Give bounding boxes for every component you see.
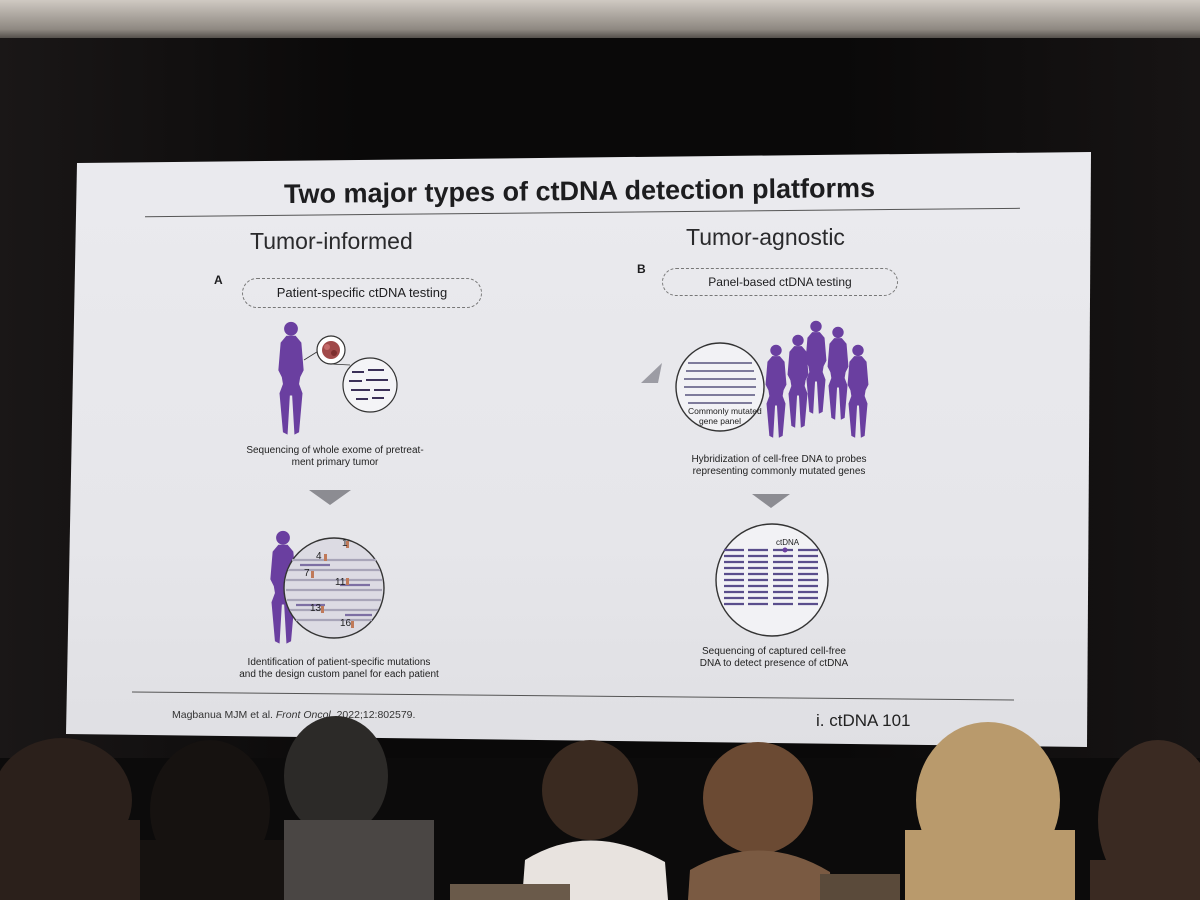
mutation-label: 16	[340, 618, 352, 629]
citation-journal: Front Oncol.	[275, 709, 334, 721]
left-step1-caption: Sequencing of whole exome of pretreat- m…	[222, 445, 448, 469]
down-arrow-left	[309, 490, 351, 505]
panel-based-pill: Panel-based ctDNA testing	[662, 268, 898, 296]
gene-panel-label-line2: gene panel	[698, 416, 742, 426]
mutation-label: 7	[304, 568, 310, 579]
left-step1-line2: ment primary tumor	[291, 457, 379, 468]
slide-number: i. ctDNA 101	[816, 711, 911, 730]
right-step2-line1: Sequencing of captured cell-free	[702, 646, 846, 657]
left-step2-line2: and the design custom panel for each pat…	[239, 669, 439, 680]
mutation-label: 11	[335, 577, 346, 588]
patient-specific-pill: Patient-specific ctDNA testing	[242, 278, 482, 308]
citation-ref: 2022;12:802579.	[336, 709, 416, 721]
custom-panel-circle	[283, 537, 385, 639]
gene-panel-label: Commonly mutated gene panel	[688, 406, 762, 426]
ctdna-marker-icon	[782, 547, 788, 553]
panel-letter-b: B	[637, 262, 646, 276]
citation-authors: Magbanua MJM et al.	[172, 709, 273, 721]
right-step1-line2: representing commonly mutated genes	[692, 466, 866, 477]
ctdna-label: ctDNA	[776, 538, 800, 547]
down-arrow-right	[752, 494, 790, 508]
right-step2-line2: DNA to detect presence of ctDNA	[699, 658, 849, 669]
mutation-label: 1	[342, 538, 348, 549]
right-step1-caption: Hybridization of cell-free DNA to probes…	[672, 454, 886, 478]
left-step2-line1: Identification of patient-specific mutat…	[247, 657, 431, 668]
mutation-label: 4	[316, 551, 322, 562]
patient-group-icon	[765, 320, 869, 438]
panel-pointer-icon	[641, 363, 662, 383]
exome-sequencing-circle	[342, 357, 398, 413]
gene-panel-label-line1: Commonly mutated	[688, 406, 762, 416]
ceiling	[0, 0, 1200, 42]
right-step2-caption: Sequencing of captured cell-free DNA to …	[682, 646, 866, 670]
right-step1-line1: Hybridization of cell-free DNA to probes	[691, 454, 867, 465]
mutation-label: 13	[310, 603, 322, 614]
left-step2-caption: Identification of patient-specific mutat…	[214, 657, 464, 681]
patient-figure-icon	[278, 321, 304, 435]
captured-dna-bars	[724, 548, 820, 606]
citation: Magbanua MJM et al. Front Oncol. 2022;12…	[172, 709, 415, 721]
captured-dna-circle	[715, 523, 829, 637]
tumor-informed-heading: Tumor-informed	[250, 228, 413, 254]
left-step1-line1: Sequencing of whole exome of pretreat-	[246, 445, 424, 456]
tumor-agnostic-heading: Tumor-agnostic	[686, 224, 845, 250]
footer-line	[131, 691, 1015, 701]
panel-letter-a: A	[214, 273, 223, 287]
